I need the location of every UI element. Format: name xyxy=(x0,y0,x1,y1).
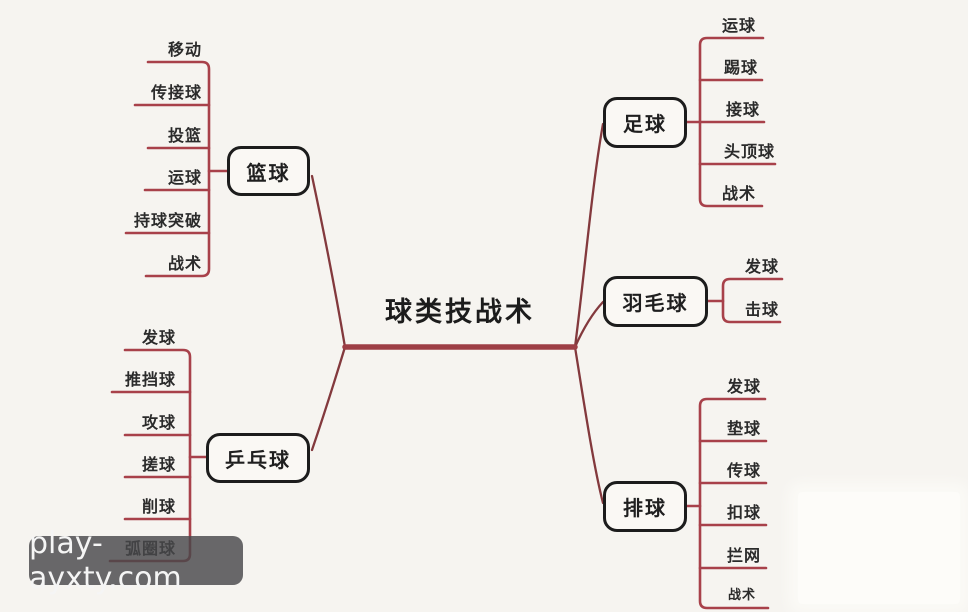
watermark-badge: play-ayxty.com xyxy=(29,526,243,596)
trunk-table-tennis xyxy=(310,345,347,452)
leaf-volleyball-2: 垫球 xyxy=(727,419,762,438)
branch-node-basketball: 篮球 xyxy=(227,146,310,196)
leaf-badminton-1: 发球 xyxy=(745,257,780,276)
trunk-volleyball xyxy=(573,345,605,505)
leaf-volleyball-6: 战术 xyxy=(728,588,757,603)
leaf-volleyball-1: 发球 xyxy=(727,377,762,396)
leaf-football-1: 运球 xyxy=(722,16,757,35)
trunk-badminton xyxy=(573,300,605,349)
spine-basketball xyxy=(144,60,211,278)
leaf-football-4: 头顶球 xyxy=(724,142,776,161)
root-topic: 球类技战术 xyxy=(385,297,535,328)
branch-node-football: 足球 xyxy=(603,97,687,148)
trunk-football xyxy=(573,122,605,349)
blur-patch xyxy=(798,492,960,604)
leaf-table-tennis-5: 削球 xyxy=(141,497,176,516)
spine-volleyball xyxy=(698,397,770,610)
leaf-basketball-2: 传接球 xyxy=(150,83,202,102)
trunk-connectors xyxy=(310,122,605,505)
leaf-football-3: 接球 xyxy=(726,100,761,119)
leaf-volleyball-3: 传球 xyxy=(727,461,762,480)
leaf-volleyball-5: 拦网 xyxy=(727,546,762,565)
trunk-basketball xyxy=(310,174,347,349)
leaf-basketball-5: 持球突破 xyxy=(133,211,202,230)
leaf-basketball-4: 运球 xyxy=(167,168,202,187)
leaf-basketball-1: 移动 xyxy=(167,40,202,59)
leaf-basketball-6: 战术 xyxy=(167,254,202,273)
leaf-football-2: 踢球 xyxy=(724,58,759,77)
leaf-badminton-2: 击球 xyxy=(745,300,780,319)
branch-node-table-tennis: 乒乓球 xyxy=(206,433,310,483)
leaf-football-5: 战术 xyxy=(722,184,757,203)
branch-node-badminton: 羽毛球 xyxy=(603,276,708,327)
leaf-table-tennis-1: 发球 xyxy=(141,328,176,347)
leaf-table-tennis-3: 攻球 xyxy=(141,413,176,432)
leaf-volleyball-4: 扣球 xyxy=(727,503,762,522)
leaf-table-tennis-4: 搓球 xyxy=(141,455,176,474)
leaf-basketball-3: 投篮 xyxy=(167,126,202,145)
leaf-table-tennis-2: 推挡球 xyxy=(124,370,176,389)
branch-node-volleyball: 排球 xyxy=(603,481,687,532)
